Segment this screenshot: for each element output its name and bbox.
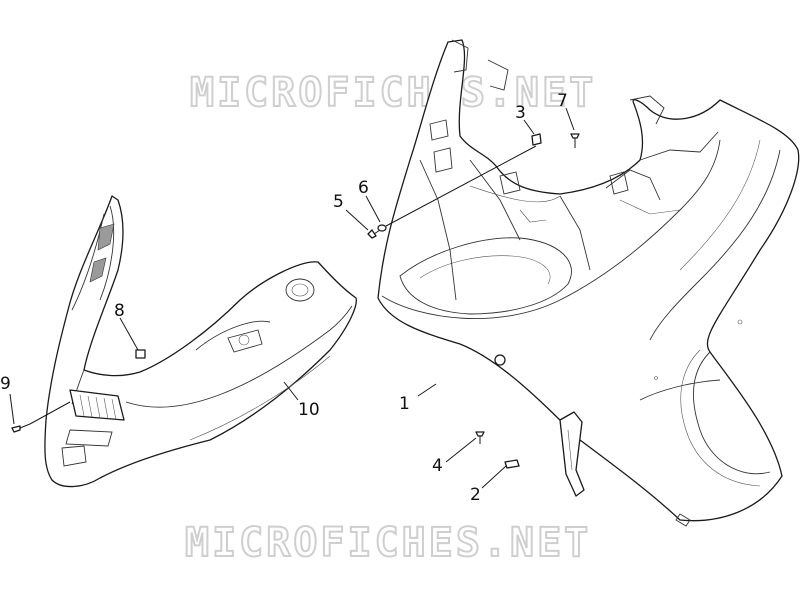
part-7-screw [570, 133, 580, 148]
callout-8: 8 [114, 301, 125, 321]
part-2-clip [504, 459, 520, 469]
leader-lines [9, 107, 575, 489]
callout-5: 5 [333, 192, 344, 212]
part-6-washer [377, 224, 387, 232]
callout-10: 10 [298, 400, 320, 420]
part-9-screw [11, 423, 31, 433]
callout-6: 6 [358, 178, 369, 198]
callout-7: 7 [557, 91, 568, 111]
callout-4: 4 [432, 456, 443, 476]
callout-2: 2 [470, 485, 481, 505]
watermark-top: MICROFICHES.NET [190, 70, 596, 116]
callout-1: 1 [399, 394, 410, 414]
part-1-leg-shield [377, 39, 800, 527]
part-4-screw [475, 431, 485, 444]
callout-9: 9 [0, 374, 11, 394]
callout-labels: 1 2 3 4 5 6 7 8 9 10 [0, 91, 568, 505]
part-3-clip [531, 133, 542, 146]
callout-3: 3 [515, 103, 526, 123]
part-10-front-shield [44, 195, 357, 488]
watermark-bottom: MICROFICHES.NET [185, 520, 591, 566]
part-5-screw [367, 229, 381, 239]
